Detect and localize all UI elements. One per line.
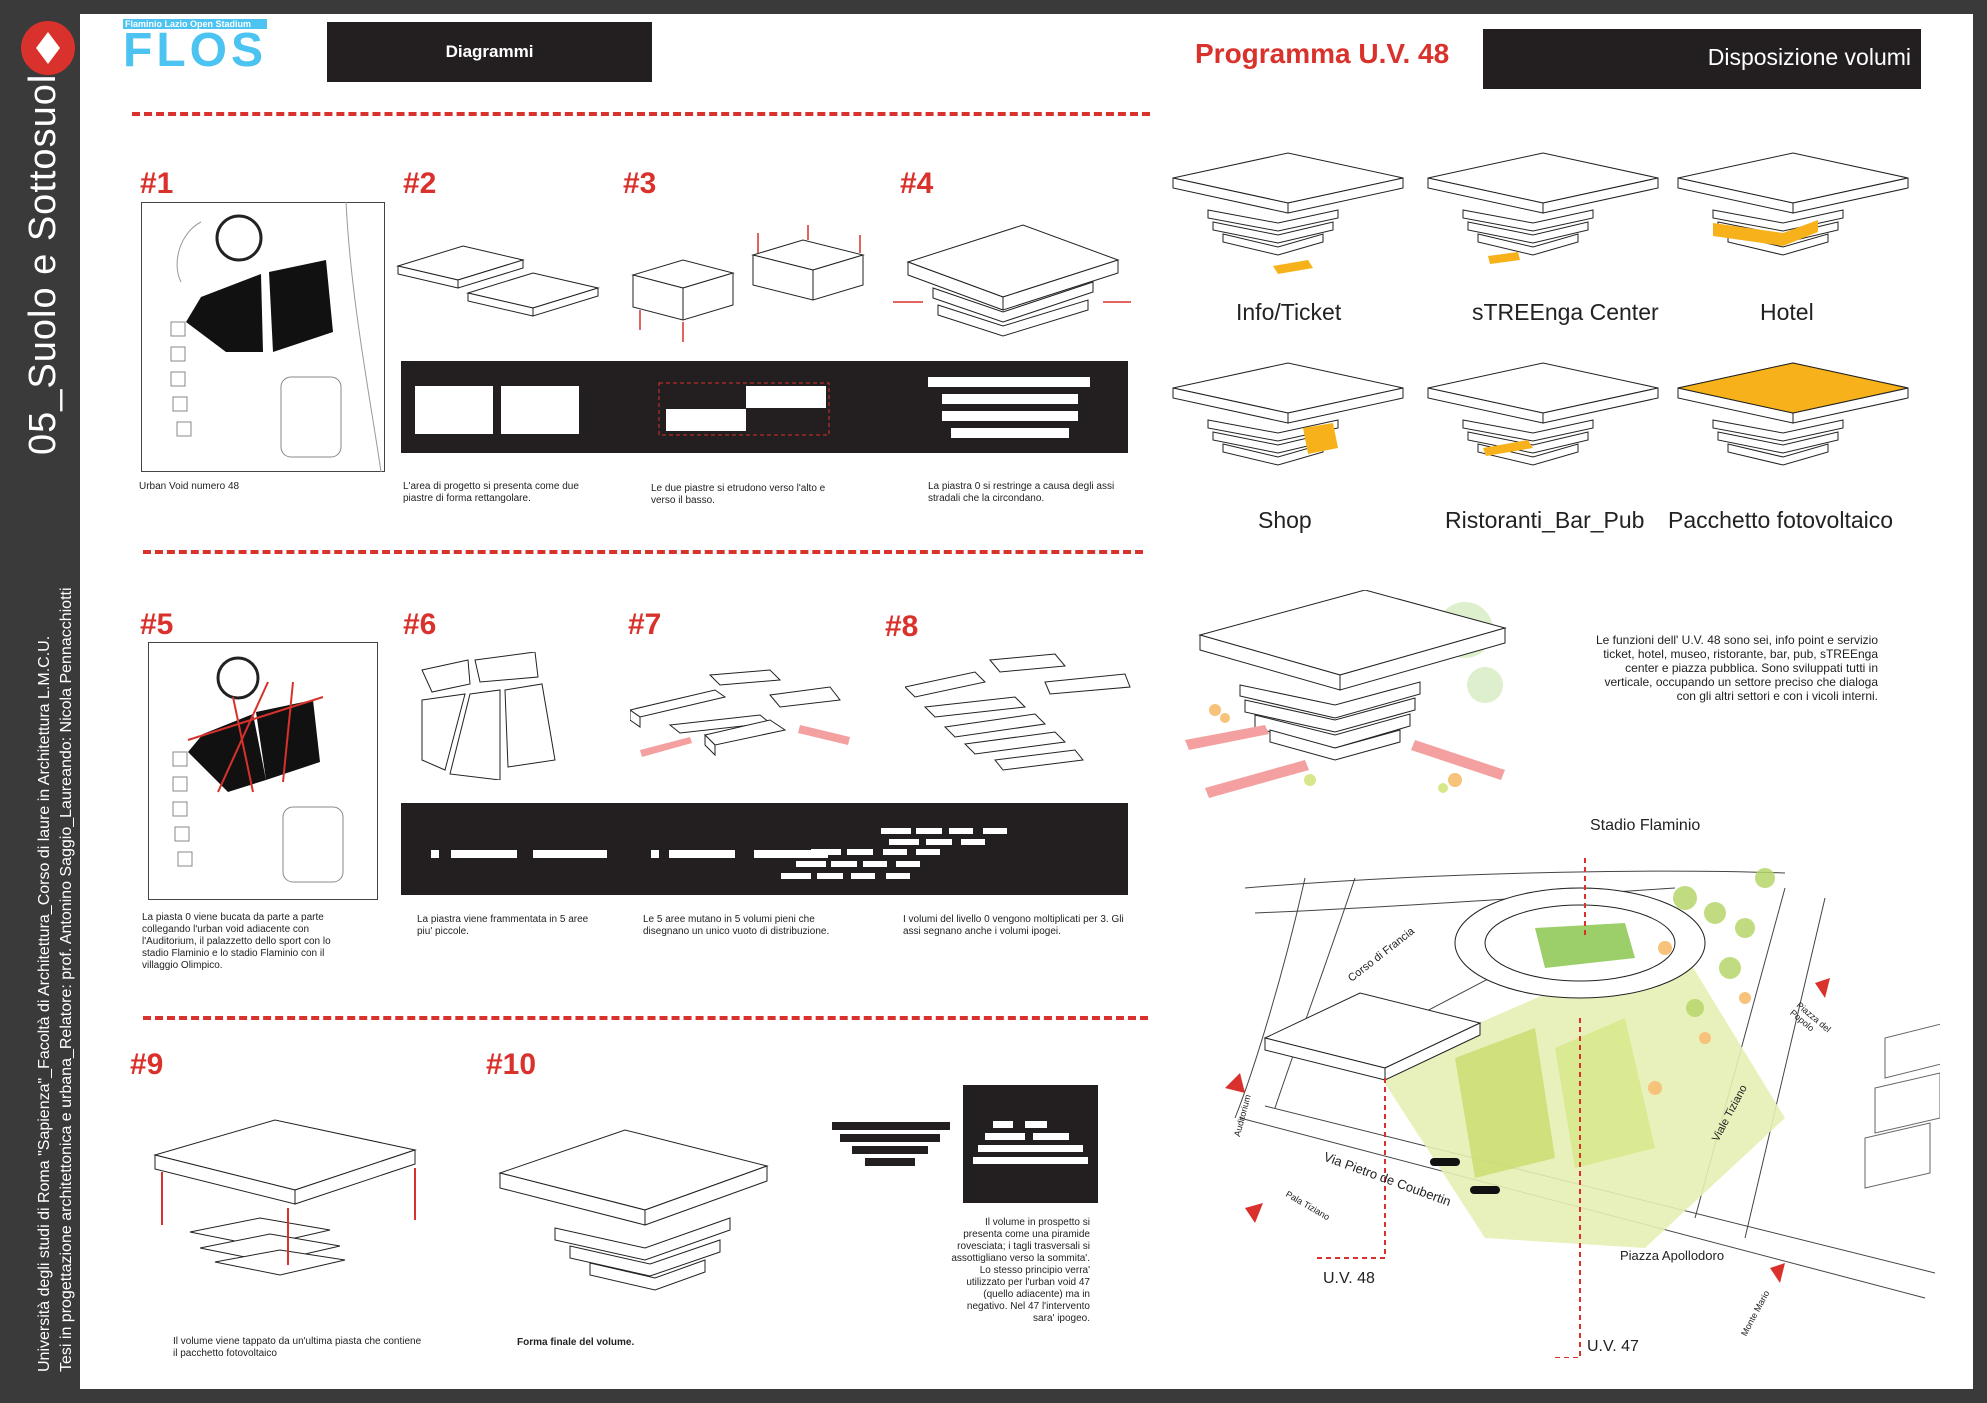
step-number-9: #9 bbox=[130, 1048, 164, 1081]
program-diagrams bbox=[1172, 152, 1909, 466]
label-streenga: sTREEnga Center bbox=[1472, 299, 1659, 325]
label-uv48: U.V. 48 bbox=[1323, 1270, 1375, 1287]
pyramid-box-bars bbox=[973, 1121, 1088, 1164]
step-number-8: #8 bbox=[885, 610, 919, 643]
site-map bbox=[1225, 858, 1940, 1358]
volume-9 bbox=[153, 1119, 417, 1276]
pyramid-box bbox=[963, 1085, 1098, 1203]
disposizione-header bbox=[1483, 29, 1921, 89]
pyramid-text: Il volume in prospetto si presenta come … bbox=[951, 1217, 1090, 1324]
bld-shop bbox=[1172, 362, 1404, 466]
logo: Flaminio Lazio Open Stadium FLOS bbox=[123, 19, 267, 77]
caption-3: Le due piastre si etrudono verso l'alto … bbox=[651, 483, 826, 506]
bld-streenga bbox=[1427, 152, 1659, 264]
caption-5: La piasta 0 viene bucata da parte a part… bbox=[142, 912, 331, 971]
sheet-title: 05_Suolo e Sottosuolo bbox=[22, 51, 64, 455]
plan-band-1-shapes bbox=[415, 377, 1090, 438]
university-line: Università degli studi di Roma "Sapienza… bbox=[36, 635, 53, 1372]
logo-subtitle: Flaminio Lazio Open Stadium bbox=[123, 19, 267, 29]
caption-4: La piastra 0 si restringe a causa degli … bbox=[928, 481, 1115, 504]
slabs-2 bbox=[396, 245, 600, 317]
label-hotel: Hotel bbox=[1760, 299, 1814, 325]
label-ristoranti: Ristoranti_Bar_Pub bbox=[1445, 507, 1645, 533]
label-uv47: U.V. 47 bbox=[1587, 1338, 1639, 1355]
logo-mark-icon bbox=[21, 21, 75, 75]
plan-band-2-shapes bbox=[431, 828, 1007, 879]
separator-row1 bbox=[143, 550, 1143, 554]
disposizione-title: Disposizione volumi bbox=[1707, 44, 1911, 70]
plan-band-2 bbox=[401, 803, 1128, 895]
programma-title: Programma U.V. 48 bbox=[1195, 38, 1450, 69]
step-number-6: #6 bbox=[403, 608, 437, 641]
bld-ristoranti bbox=[1427, 362, 1659, 466]
bld-fotovoltaico bbox=[1677, 362, 1909, 466]
caption-1: Urban Void numero 48 bbox=[139, 481, 240, 492]
step-number-3: #3 bbox=[623, 167, 657, 200]
program-description: Le funzioni dell' U.V. 48 sono sei, info… bbox=[1595, 633, 1878, 703]
caption-2: L'area di progetto si presenta come due … bbox=[403, 481, 579, 504]
step-number-4: #4 bbox=[900, 167, 934, 200]
bld-info bbox=[1172, 152, 1404, 274]
site-plan-5 bbox=[148, 642, 378, 900]
volumes-7 bbox=[630, 669, 850, 757]
caption-6: La piastra viene frammentata in 5 aree p… bbox=[417, 914, 589, 937]
logo-name: FLOS bbox=[123, 24, 267, 77]
thesis-line: Tesi in progettazione architettonica e u… bbox=[58, 587, 75, 1372]
caption-7: Le 5 aree mutano in 5 volumi pieni che d… bbox=[643, 914, 830, 937]
caption-10: Forma finale del volume. bbox=[517, 1337, 635, 1348]
caption-9: Il volume viene tappato da un'ultima pia… bbox=[173, 1336, 422, 1359]
diagrammi-header bbox=[327, 22, 652, 82]
fragments-6 bbox=[421, 652, 556, 780]
label-shop: Shop bbox=[1258, 507, 1312, 533]
caption-8: I volumi del livello 0 vengono moltiplic… bbox=[903, 914, 1124, 937]
step-number-2: #2 bbox=[403, 167, 437, 200]
main-building bbox=[1185, 590, 1507, 798]
volumes-8 bbox=[905, 653, 1131, 771]
step-number-7: #7 bbox=[628, 608, 662, 641]
slab-4 bbox=[893, 224, 1131, 337]
step-number-10: #10 bbox=[486, 1048, 537, 1081]
step-number-1: #1 bbox=[140, 167, 174, 200]
separator-top bbox=[132, 112, 1150, 116]
site-plan-1 bbox=[141, 202, 385, 472]
separator-row2 bbox=[143, 1016, 1148, 1020]
stacks-3 bbox=[631, 225, 865, 342]
label-piazza-apollodoro: Piazza Apollodoro bbox=[1620, 1248, 1725, 1263]
step-number-5: #5 bbox=[140, 608, 174, 641]
label-fotovoltaico: Pacchetto fotovoltaico bbox=[1668, 507, 1894, 533]
volume-10 bbox=[498, 1129, 769, 1291]
label-info-ticket: Info/Ticket bbox=[1236, 299, 1342, 325]
bld-hotel bbox=[1677, 152, 1909, 256]
side-band bbox=[0, 0, 80, 1403]
pyramid-bars bbox=[832, 1122, 950, 1166]
label-stadio-flaminio: Stadio Flaminio bbox=[1590, 817, 1701, 834]
diagrammi-title: Diagrammi bbox=[445, 42, 534, 61]
